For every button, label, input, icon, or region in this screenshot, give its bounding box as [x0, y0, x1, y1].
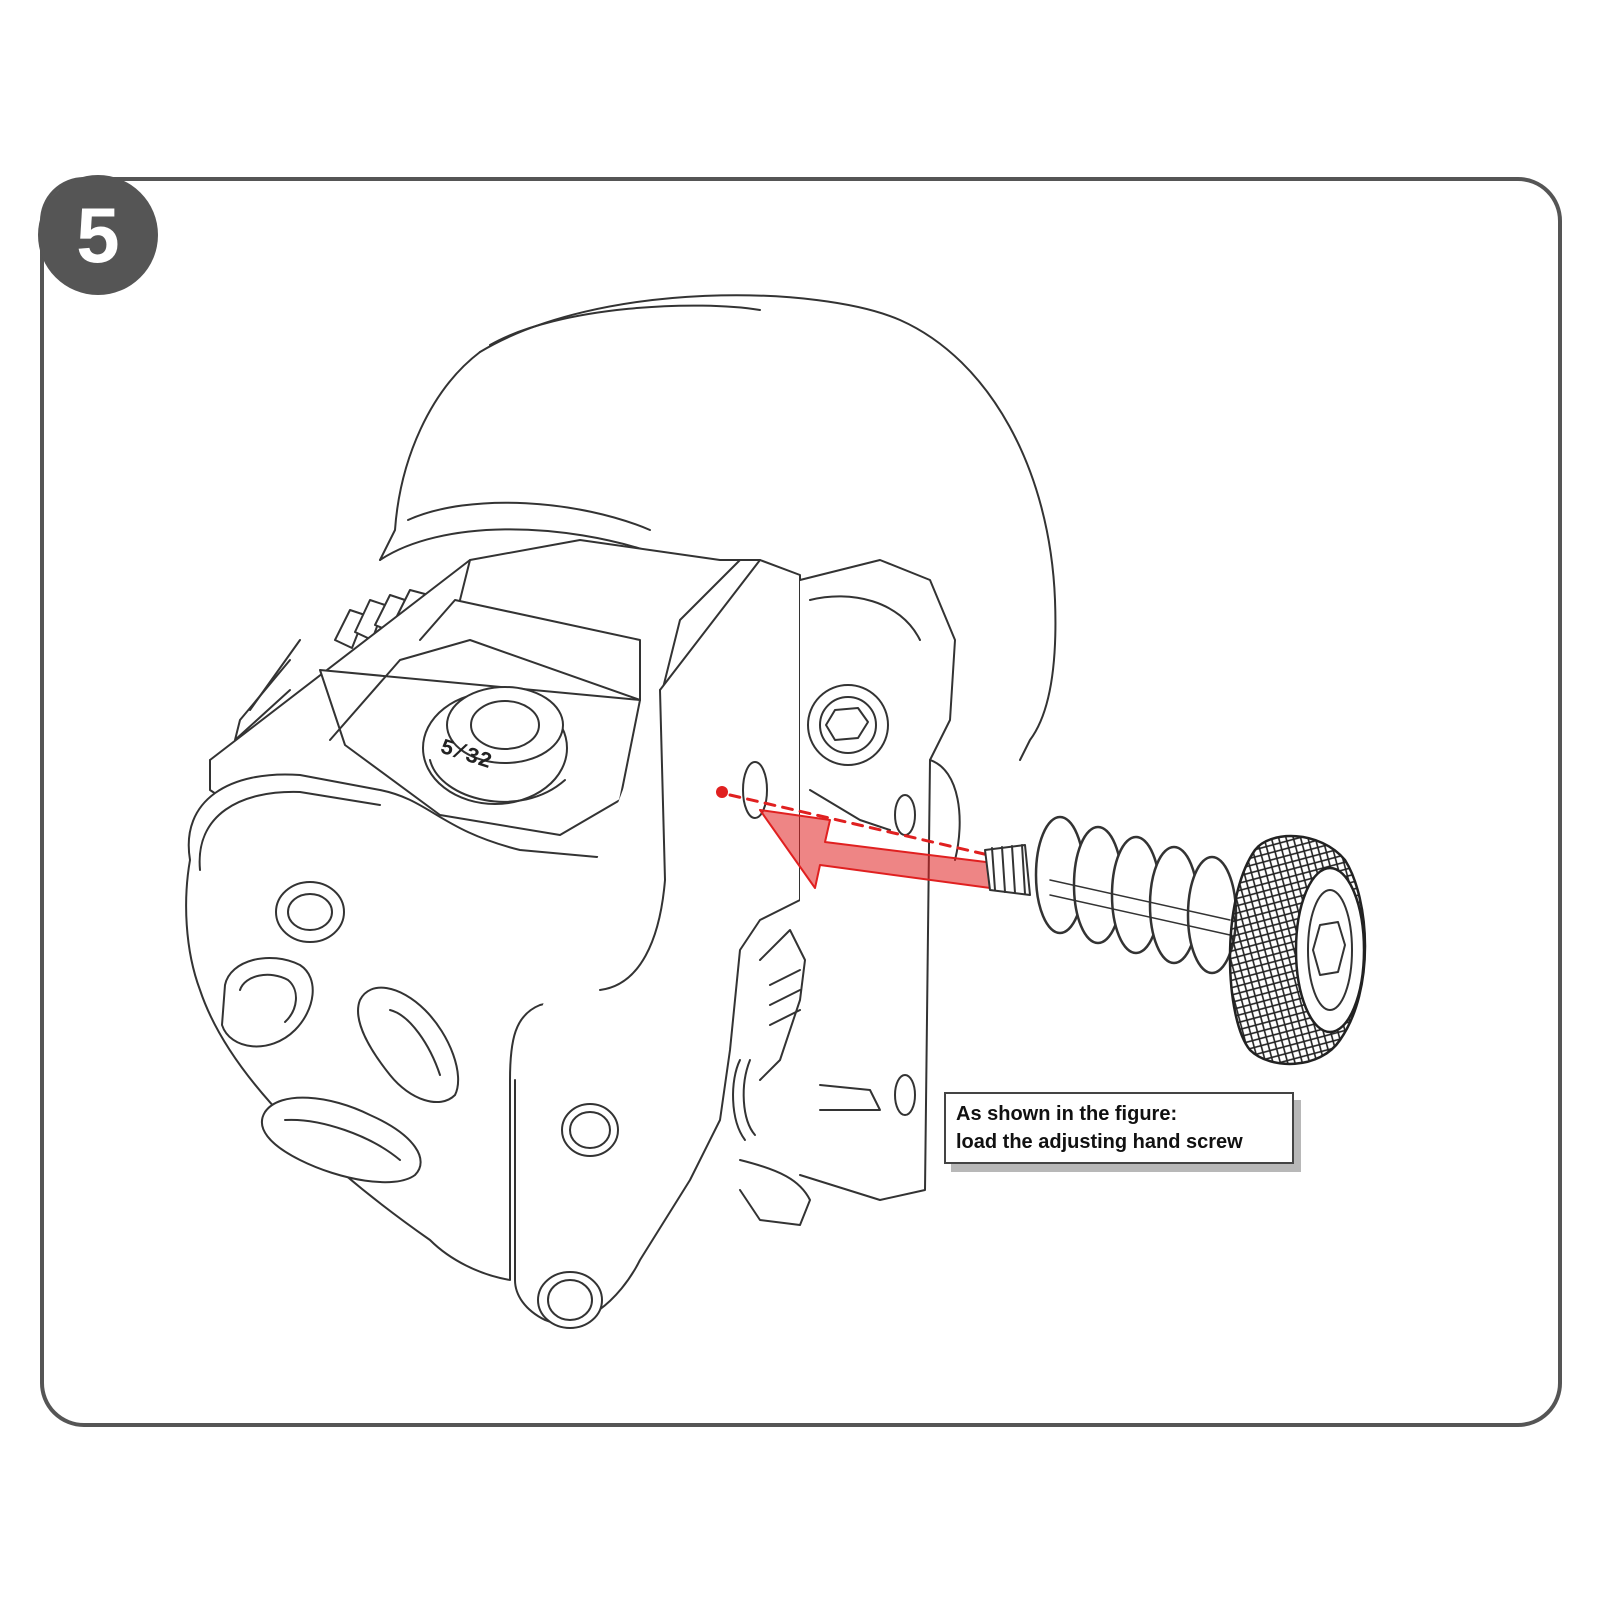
step-number: 5 — [76, 191, 120, 279]
cover-holes — [221, 881, 460, 1184]
screw-thread — [984, 844, 1031, 896]
tension-arm — [514, 559, 801, 1329]
side-block — [799, 559, 961, 1201]
callout-line-2: load the adjusting hand screw — [956, 1131, 1243, 1153]
knurled-knob — [1228, 834, 1367, 1066]
hex-socket-icon — [825, 707, 869, 741]
step-badge: 5 — [38, 175, 158, 295]
rod-end: 5/32 — [422, 686, 568, 805]
instruction-callout: As shown in the figure: load the adjusti… — [944, 1092, 1294, 1164]
callout-line-1: As shown in the figure: — [956, 1103, 1178, 1125]
compression-spring — [1034, 815, 1238, 975]
knob-hex-socket-icon — [1312, 921, 1346, 976]
drive-gear-bottom — [732, 929, 811, 1226]
